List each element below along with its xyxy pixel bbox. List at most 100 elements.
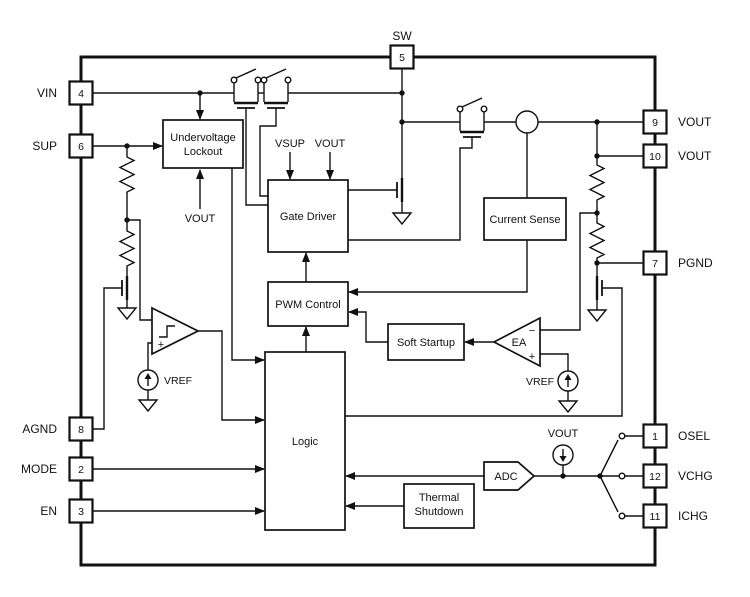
pin-label: VOUT (678, 115, 712, 129)
pin-label: SW (392, 29, 412, 43)
switch-contact-icon (284, 76, 292, 84)
pin-label: EN (40, 504, 57, 518)
ea-minus-sign: − (529, 325, 535, 337)
pin-box (68, 80, 94, 106)
junction-dot (594, 260, 600, 266)
switch-contact-icon (618, 512, 626, 520)
junction-dot (399, 119, 405, 125)
ground-icon (392, 212, 412, 225)
pin-number: 5 (399, 52, 405, 64)
pin-number: 3 (78, 506, 84, 518)
mosfet-icon (262, 91, 290, 110)
vref-label: VREF (164, 375, 192, 387)
components: + EA − + ADC (117, 68, 626, 520)
junction-dot (124, 143, 130, 149)
block-label: Undervoltage (170, 132, 235, 144)
switch-icon (235, 68, 257, 79)
blocks: Undervoltage Lockout Gate Driver Current… (162, 119, 567, 531)
switch-icon (265, 68, 287, 79)
pin-number: 8 (78, 424, 84, 436)
pin-label: PGND (678, 256, 713, 270)
current-sense-probe-icon (515, 110, 539, 134)
wire (599, 439, 619, 477)
pin-sw: 5 SW (389, 29, 415, 70)
resistor-icon (119, 151, 135, 197)
ea-plus-sign: + (529, 351, 535, 363)
wire (348, 137, 473, 241)
pin-label: MODE (21, 462, 57, 476)
resistor-icon (589, 217, 605, 263)
ground-icon (138, 399, 158, 412)
vref-label: VREF (526, 376, 554, 388)
current-source-icon (137, 369, 159, 391)
pin-box (68, 456, 94, 482)
wire (147, 342, 152, 370)
block-label: Soft Startup (397, 337, 455, 349)
junction-dot (560, 473, 566, 479)
pin-box (389, 44, 415, 70)
pins: 5 SW 4 VIN 6 SUP 8 AGND 2 MODE 3 EN (21, 29, 713, 529)
junction-dot (124, 217, 130, 223)
wire (198, 330, 265, 424)
switch-contact-icon (254, 76, 262, 84)
pin-pgnd: 7 PGND (642, 250, 713, 276)
switch-contact-icon (618, 472, 626, 480)
pin-box (642, 423, 668, 449)
pin-number: 4 (78, 88, 84, 100)
wire (540, 212, 597, 331)
pin-sup: 6 SUP (32, 133, 94, 159)
vsup-label: VSUP (275, 138, 305, 150)
switch-contact-icon (230, 76, 238, 84)
block-gate-driver: Gate Driver (267, 179, 349, 253)
adc-label: ADC (494, 471, 517, 483)
block-thermal-shutdown: Thermal Shutdown (403, 483, 475, 529)
block-current-sense: Current Sense (483, 197, 567, 241)
wire (233, 83, 259, 93)
pin-osel: 1 OSEL (642, 423, 710, 449)
pin-number: 9 (652, 117, 658, 129)
block-undervoltage-lockout: Undervoltage Lockout (162, 119, 244, 169)
vout-label: VOUT (315, 138, 346, 150)
junction-dot (594, 210, 600, 216)
error-amplifier-label: EA (512, 337, 527, 349)
block-label: PWM Control (275, 299, 340, 311)
wires (92, 68, 644, 517)
pin-box (642, 143, 668, 169)
block-label: Thermal (419, 492, 459, 504)
block-label: Gate Driver (280, 211, 337, 223)
wire (348, 308, 388, 343)
junction-dot (594, 153, 600, 159)
switch-contact-icon (480, 105, 488, 113)
pin-label: VOUT (678, 149, 712, 163)
pin-number: 6 (78, 141, 84, 153)
pin-box (642, 503, 668, 529)
mosfet-icon (232, 91, 260, 110)
block-label: Shutdown (415, 506, 464, 518)
pin-label: SUP (32, 139, 57, 153)
pin-box (642, 250, 668, 276)
pin-box (68, 498, 94, 524)
ground-icon (117, 307, 137, 320)
junction-dot (594, 119, 600, 125)
net-labels: VSUP VOUT VOUT VREF VREF VOUT (164, 138, 579, 440)
mosfet-icon (121, 276, 129, 300)
junction-dot (399, 90, 405, 96)
ground-icon (558, 400, 578, 413)
junction-dot (197, 90, 203, 96)
ground-icon (587, 309, 607, 322)
pin-vout-9: 9 VOUT (642, 109, 712, 135)
wire (345, 287, 623, 417)
pin-number: 10 (649, 151, 661, 163)
vout-label: VOUT (548, 428, 579, 440)
wire (459, 112, 485, 122)
block-label: Logic (292, 436, 319, 448)
pin-vout-10: 10 VOUT (642, 143, 712, 169)
wire (540, 353, 569, 371)
current-source-icon (557, 370, 579, 392)
pin-number: 11 (650, 511, 661, 523)
wire (263, 83, 289, 93)
mosfet-icon (396, 178, 404, 202)
block-label: Current Sense (490, 214, 561, 226)
block-soft-startup: Soft Startup (387, 323, 465, 361)
